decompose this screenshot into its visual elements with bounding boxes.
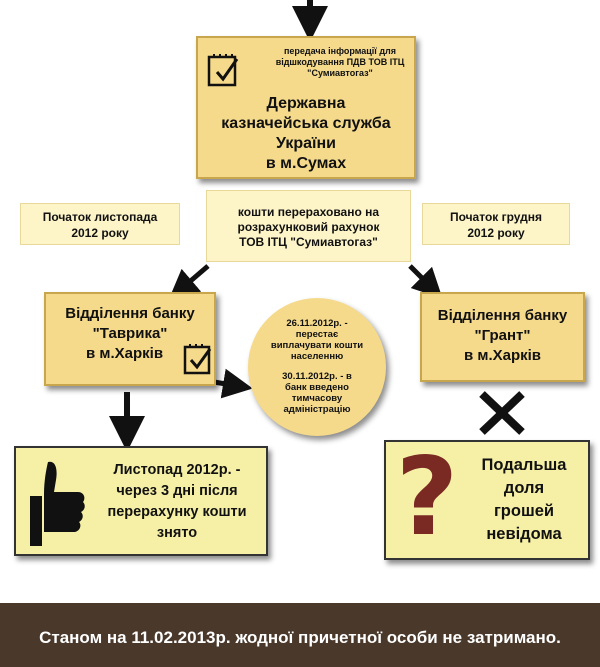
events-circle: 26.11.2012р. - перестає виплачувати кошт… — [248, 298, 386, 436]
result-line: невідома — [486, 525, 562, 543]
result-line: грошей — [493, 502, 555, 520]
treasury-title: Державна казначейська служба України в м… — [198, 94, 414, 174]
result-line: Листопад 2012р. - — [113, 462, 241, 478]
result-line: перерахунку кошти — [107, 504, 247, 520]
treasury-box: передача інформації для відшкодування ПД… — [196, 36, 416, 179]
result-line: знято — [156, 525, 198, 541]
checklist-icon — [182, 342, 214, 376]
transfer-line: кошти перераховано на — [237, 205, 380, 219]
footer-text: Станом на 11.02.2013р. жодної причетної … — [39, 628, 561, 647]
arrow-to-tavryka — [168, 264, 210, 300]
question-mark-icon: ? — [395, 435, 459, 560]
bank-line: в м.Харків — [463, 347, 542, 364]
date-line: Початок листопада — [42, 210, 158, 224]
transfer-line: ТОВ ІТЦ "Сумиавтогаз" — [239, 235, 378, 249]
event-line: перестає — [295, 329, 339, 340]
left-date-note: Початок листопада 2012 року — [20, 203, 180, 245]
treasury-title-line: України — [275, 135, 337, 152]
result-left-box: Листопад 2012р. - через 3 дні після пере… — [14, 446, 268, 556]
result-line: через 3 дні після — [116, 483, 238, 499]
treasury-title-line: в м.Сумах — [265, 155, 347, 172]
bank-line: "Грант" — [474, 327, 531, 344]
transfer-note: кошти перераховано на розрахунковий раху… — [206, 190, 411, 262]
footer-bar — [0, 603, 600, 667]
event-line: адміністрацію — [283, 404, 351, 415]
event-line: 30.11.2012р. - в — [282, 371, 352, 382]
date-line: 2012 року — [467, 226, 525, 240]
event-line: банк введено — [285, 382, 349, 393]
date-line: 2012 року — [71, 226, 129, 240]
transfer-line: розрахунковий рахунок — [237, 220, 380, 234]
arrow-to-circle — [213, 368, 253, 399]
treasury-title-line: Державна — [266, 95, 346, 112]
bank-line: в м.Харків — [86, 345, 164, 362]
result-line: доля — [503, 479, 545, 497]
event-line: населенню — [290, 351, 344, 362]
checklist-icon — [206, 52, 240, 88]
result-line: Подальша — [481, 456, 567, 474]
cross-icon — [479, 391, 525, 435]
date-line: Початок грудня — [449, 210, 543, 224]
bank-grant-box: Відділення банку "Грант" в м.Харків — [420, 292, 585, 382]
treasury-note: передача інформації для відшкодування ПД… — [275, 46, 405, 78]
bank-tavryka-box: Відділення банку "Таврика" в м.Харків — [44, 292, 216, 386]
event-line: тимчасову — [291, 393, 343, 404]
bank-line: "Таврика" — [92, 325, 168, 342]
treasury-title-line: казначейська служба — [221, 115, 391, 132]
bank-line: Відділення банку — [65, 305, 195, 322]
thumbs-up-icon — [28, 458, 88, 548]
event-line: 26.11.2012р. - — [286, 318, 348, 329]
bank-line: Відділення банку — [437, 307, 568, 324]
result-right-box: ? Подальша доля грошей невідома — [384, 435, 590, 560]
arrow-to-grant — [408, 264, 443, 299]
right-date-note: Початок грудня 2012 року — [422, 203, 570, 245]
event-line: виплачувати кошти — [270, 340, 364, 351]
